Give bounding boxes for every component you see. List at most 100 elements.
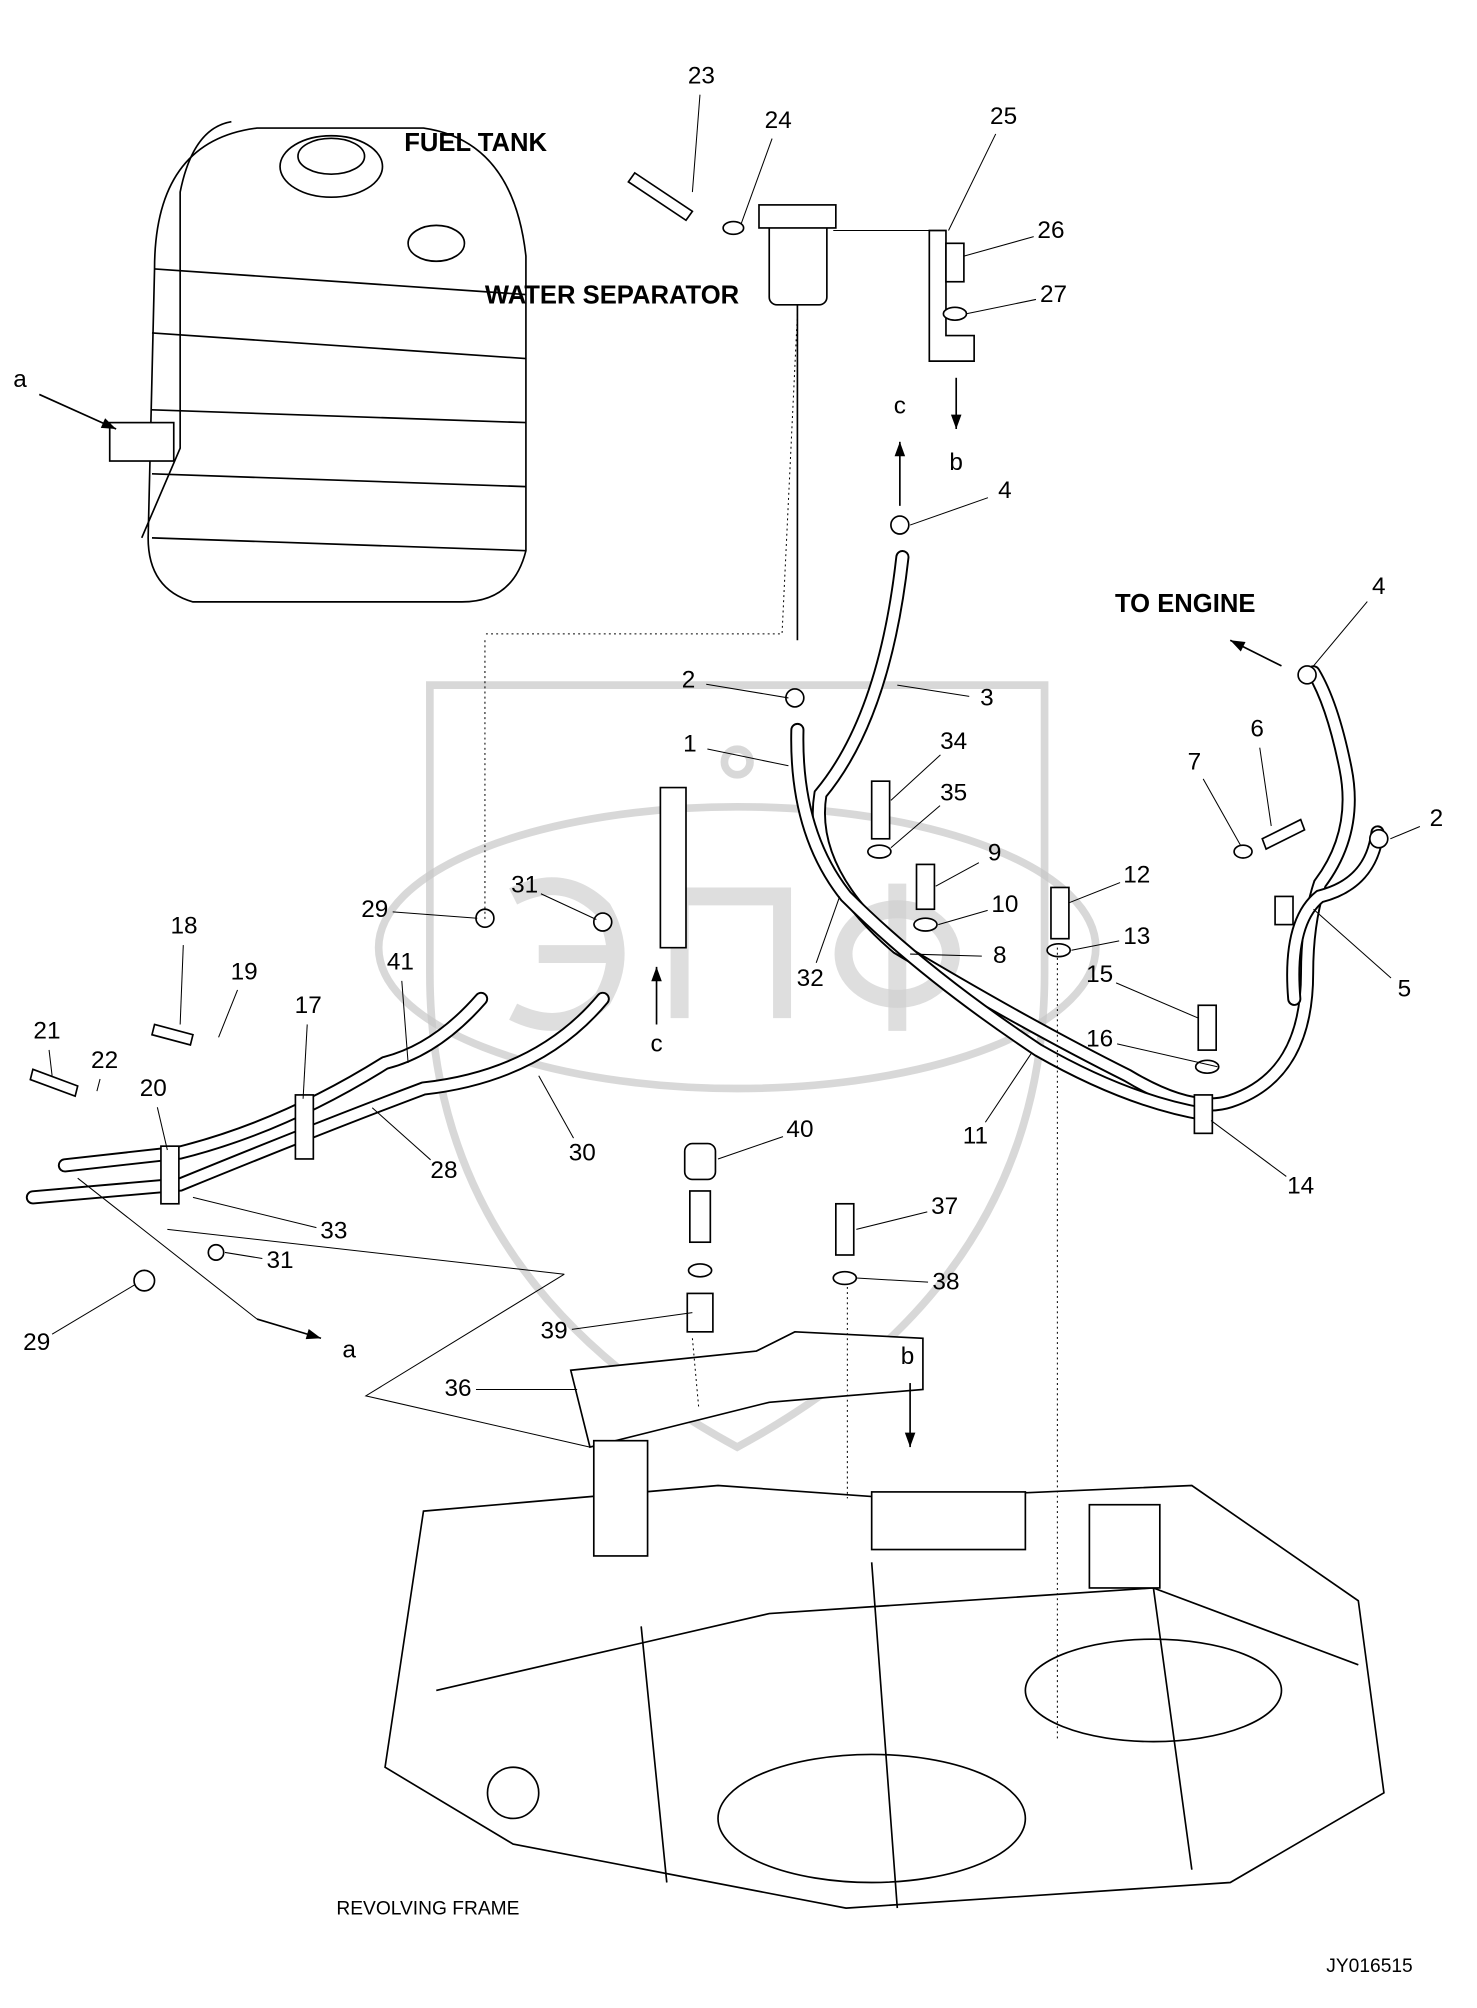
arrowhead-icon <box>950 414 962 430</box>
leader-line <box>538 1075 574 1139</box>
arrowhead-icon <box>894 441 906 457</box>
callout-34: 34 <box>940 728 967 755</box>
arrowhead-icon <box>100 418 117 430</box>
leader-line <box>815 896 841 963</box>
callout-a: a <box>342 1336 356 1363</box>
leader-line <box>897 684 970 697</box>
callout-18: 18 <box>170 913 197 940</box>
callout-11: 11 <box>963 1123 988 1150</box>
water-separator-drawing <box>627 171 975 641</box>
callout-14: 14 <box>1287 1173 1314 1200</box>
fuel-tank-title: FUEL TANK <box>404 129 547 157</box>
callout-22: 22 <box>91 1047 118 1074</box>
leader-line <box>740 138 773 225</box>
leader-lines <box>48 94 1421 1390</box>
arrowhead-icon <box>651 966 662 982</box>
callout-29: 29 <box>361 896 388 923</box>
callout-b: b <box>901 1343 915 1370</box>
gear-icon <box>720 745 754 779</box>
callout-c: c <box>650 1030 662 1057</box>
leader-line <box>909 497 989 526</box>
callout-8: 8 <box>993 942 1007 969</box>
leader-line <box>1116 1043 1218 1068</box>
callout-a: a <box>13 366 27 393</box>
leader-line <box>371 1107 431 1161</box>
leader-line <box>1115 982 1199 1019</box>
arrowhead-icon <box>904 1432 916 1448</box>
leader-line <box>540 893 597 920</box>
leader-line <box>717 1136 784 1160</box>
leader-line <box>856 1211 928 1230</box>
callout-1: 1 <box>683 731 697 758</box>
callout-28: 28 <box>430 1157 457 1184</box>
leader-line <box>96 1078 101 1092</box>
leader-line <box>984 1052 1033 1123</box>
callout-c: c <box>894 393 906 420</box>
callout-10: 10 <box>991 891 1018 918</box>
leader-line <box>1313 908 1392 979</box>
callout-24: 24 <box>765 107 792 134</box>
fuel-hoses <box>25 550 1385 1205</box>
callout-25: 25 <box>990 103 1017 130</box>
callout-20: 20 <box>140 1075 167 1102</box>
callout-12: 12 <box>1123 861 1150 888</box>
reference-lines <box>77 313 1058 1742</box>
callout-15: 15 <box>1086 961 1113 988</box>
leader-line <box>691 94 701 193</box>
callout-40: 40 <box>786 1116 813 1143</box>
leader-line <box>910 953 982 957</box>
callout-5: 5 <box>1398 975 1412 1002</box>
leader-line <box>571 1312 693 1330</box>
leader-line <box>938 909 988 926</box>
callout-4: 4 <box>998 477 1012 504</box>
callout-3: 3 <box>980 685 994 712</box>
callout-29: 29 <box>23 1329 50 1356</box>
leader-line <box>1210 1120 1287 1177</box>
revolving-frame-drawing <box>384 1439 1385 1909</box>
leader-line <box>707 748 789 767</box>
small-parts <box>29 515 1389 1449</box>
drawing-number: JY016515 <box>1326 1956 1412 1977</box>
callout-9: 9 <box>988 840 1002 867</box>
leader-line <box>890 754 941 801</box>
leader-line <box>1390 826 1421 840</box>
callout-b: b <box>949 449 963 476</box>
callout-38: 38 <box>932 1269 959 1296</box>
callout-6: 6 <box>1250 715 1264 742</box>
direction-arrows <box>38 377 1282 1448</box>
callout-31: 31 <box>267 1247 294 1274</box>
callout-23: 23 <box>688 62 715 89</box>
callout-35: 35 <box>940 779 967 806</box>
leader-line <box>179 945 184 1025</box>
revolving-frame-title: REVOLVING FRAME <box>336 1899 519 1920</box>
fuel-tank-drawing <box>108 120 527 603</box>
callout-39: 39 <box>541 1317 568 1344</box>
leader-line <box>890 805 941 849</box>
callout-16: 16 <box>1086 1025 1113 1052</box>
callout-17: 17 <box>295 992 322 1019</box>
callout-31: 31 <box>511 872 538 899</box>
callout-21: 21 <box>33 1018 60 1045</box>
leader-line <box>401 980 409 1063</box>
leader-line <box>948 133 997 231</box>
leader-line <box>706 683 789 699</box>
leader-line <box>302 1024 308 1099</box>
leader-line <box>51 1284 136 1335</box>
leader-line <box>966 298 1037 315</box>
leader-line <box>192 1196 317 1229</box>
callout-26: 26 <box>1037 217 1064 244</box>
callout-33: 33 <box>320 1217 347 1244</box>
leader-line <box>392 911 478 919</box>
leader-line <box>963 236 1034 257</box>
leader-line <box>48 1049 53 1076</box>
leader-line <box>1259 747 1272 827</box>
leader-line <box>935 862 980 887</box>
callout-27: 27 <box>1040 281 1067 308</box>
callout-2: 2 <box>682 667 696 694</box>
to-engine-title: TO ENGINE <box>1115 590 1255 618</box>
arrowhead-icon <box>305 1329 322 1340</box>
leader-line <box>156 1107 168 1151</box>
callout-13: 13 <box>1123 923 1150 950</box>
